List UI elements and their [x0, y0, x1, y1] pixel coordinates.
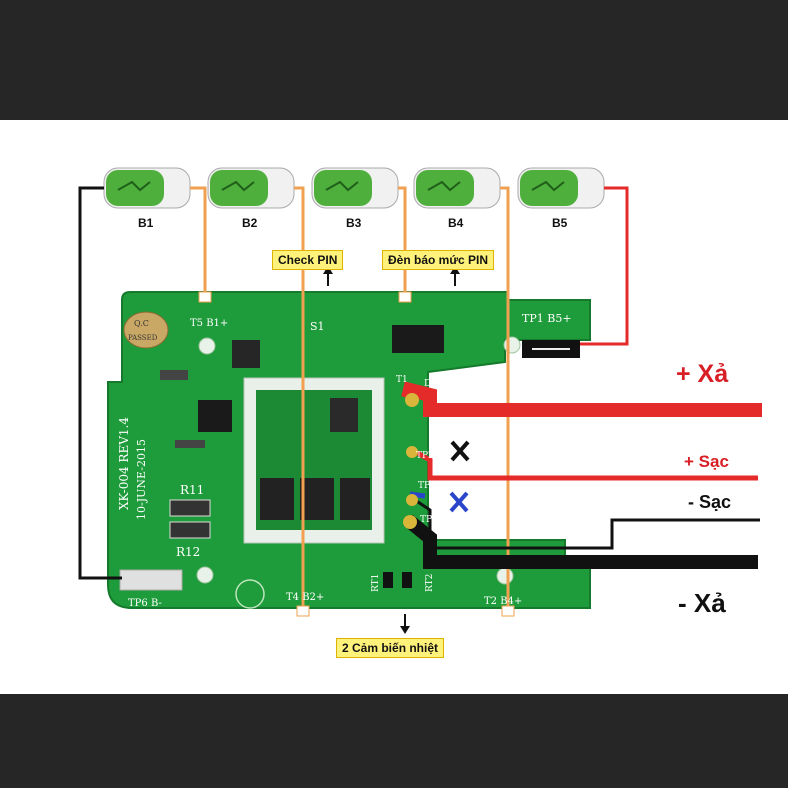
arrow-icon: [323, 266, 333, 286]
cell-label-b3: B3: [346, 216, 362, 230]
t1-label: T1: [396, 375, 408, 385]
r11-label: R11: [180, 483, 204, 497]
tp2-label: TP2: [416, 451, 434, 461]
component: [232, 340, 260, 368]
tp5-label: TP5: [420, 515, 438, 525]
tp1-label: TP1 B5+: [522, 312, 572, 325]
mounting-hole: [196, 566, 214, 584]
temp-sensor: [383, 572, 393, 588]
battery-cell: [517, 167, 605, 209]
cell-label-b4: B4: [448, 216, 464, 230]
t2-label: T2 B4+: [484, 596, 522, 607]
bottom-dark-band: [0, 694, 788, 788]
label-xa-minus: - Xả: [678, 588, 726, 618]
t4-label: T4 B2+: [286, 592, 324, 603]
rt1-label: RT1: [371, 574, 381, 592]
t5-label: T5 B1+: [190, 318, 228, 329]
board-date-text: 10-JUNE-2015: [135, 439, 148, 520]
wire-sac-plus: [410, 447, 758, 481]
top-dark-band: [0, 0, 788, 120]
cell-label-b5: B5: [552, 216, 568, 230]
cell-label-b1: B1: [138, 216, 154, 230]
mosfet: [300, 478, 334, 520]
wire-xa-minus: [403, 514, 758, 569]
wire-sac-minus: [411, 496, 760, 550]
wire-b5-plus: [580, 186, 629, 346]
battery-cell: [207, 167, 295, 209]
label-xa-plus: + Xả: [676, 360, 729, 388]
battery-cells: [103, 167, 605, 209]
callout-den-bao: Đèn báo mức PIN: [382, 250, 495, 270]
battery-cell: [103, 167, 191, 209]
tp6-pad: [119, 569, 183, 591]
d4-label: D4: [424, 379, 437, 389]
tp4-label: TP4: [418, 481, 436, 491]
r12-label: R12: [176, 545, 200, 559]
cross-mark: [449, 491, 469, 513]
wire-xa-plus: [401, 381, 762, 417]
mosfet-small: [330, 398, 358, 432]
rt2-label: RT2: [425, 574, 435, 592]
arrow-icon: [450, 266, 460, 286]
qc-text: Q.C: [134, 319, 149, 328]
mounting-hole: [198, 337, 216, 355]
mounting-hole: [496, 567, 514, 585]
battery-cell: [413, 167, 501, 209]
mosfet: [260, 478, 294, 520]
arrow-icon: [400, 614, 410, 634]
ic-chip: [392, 325, 444, 353]
wire-b-minus: [78, 186, 122, 580]
s1-label: S1: [310, 320, 325, 333]
temp-sensor: [402, 572, 412, 588]
cross-mark: [450, 440, 470, 462]
cell-label-b2: B2: [242, 216, 258, 230]
callout-check-pin: Check PIN: [272, 250, 344, 270]
passed-text: PASSED: [128, 334, 158, 342]
ic-chip: [198, 400, 232, 432]
board-model-text: XK-004 REV1.4: [117, 417, 131, 510]
tp6-label: TP6 B-: [128, 598, 162, 609]
logo-emblem: [235, 579, 265, 609]
label-sac-minus: - Sạc: [688, 492, 732, 512]
qc-sticker: [123, 311, 169, 349]
battery-cell: [311, 167, 399, 209]
mosfet: [340, 478, 370, 520]
label-sac-plus: + Sạc: [684, 452, 729, 471]
callout-cam-bien: 2 Cảm biến nhiệt: [336, 638, 445, 658]
mounting-hole: [503, 336, 521, 354]
